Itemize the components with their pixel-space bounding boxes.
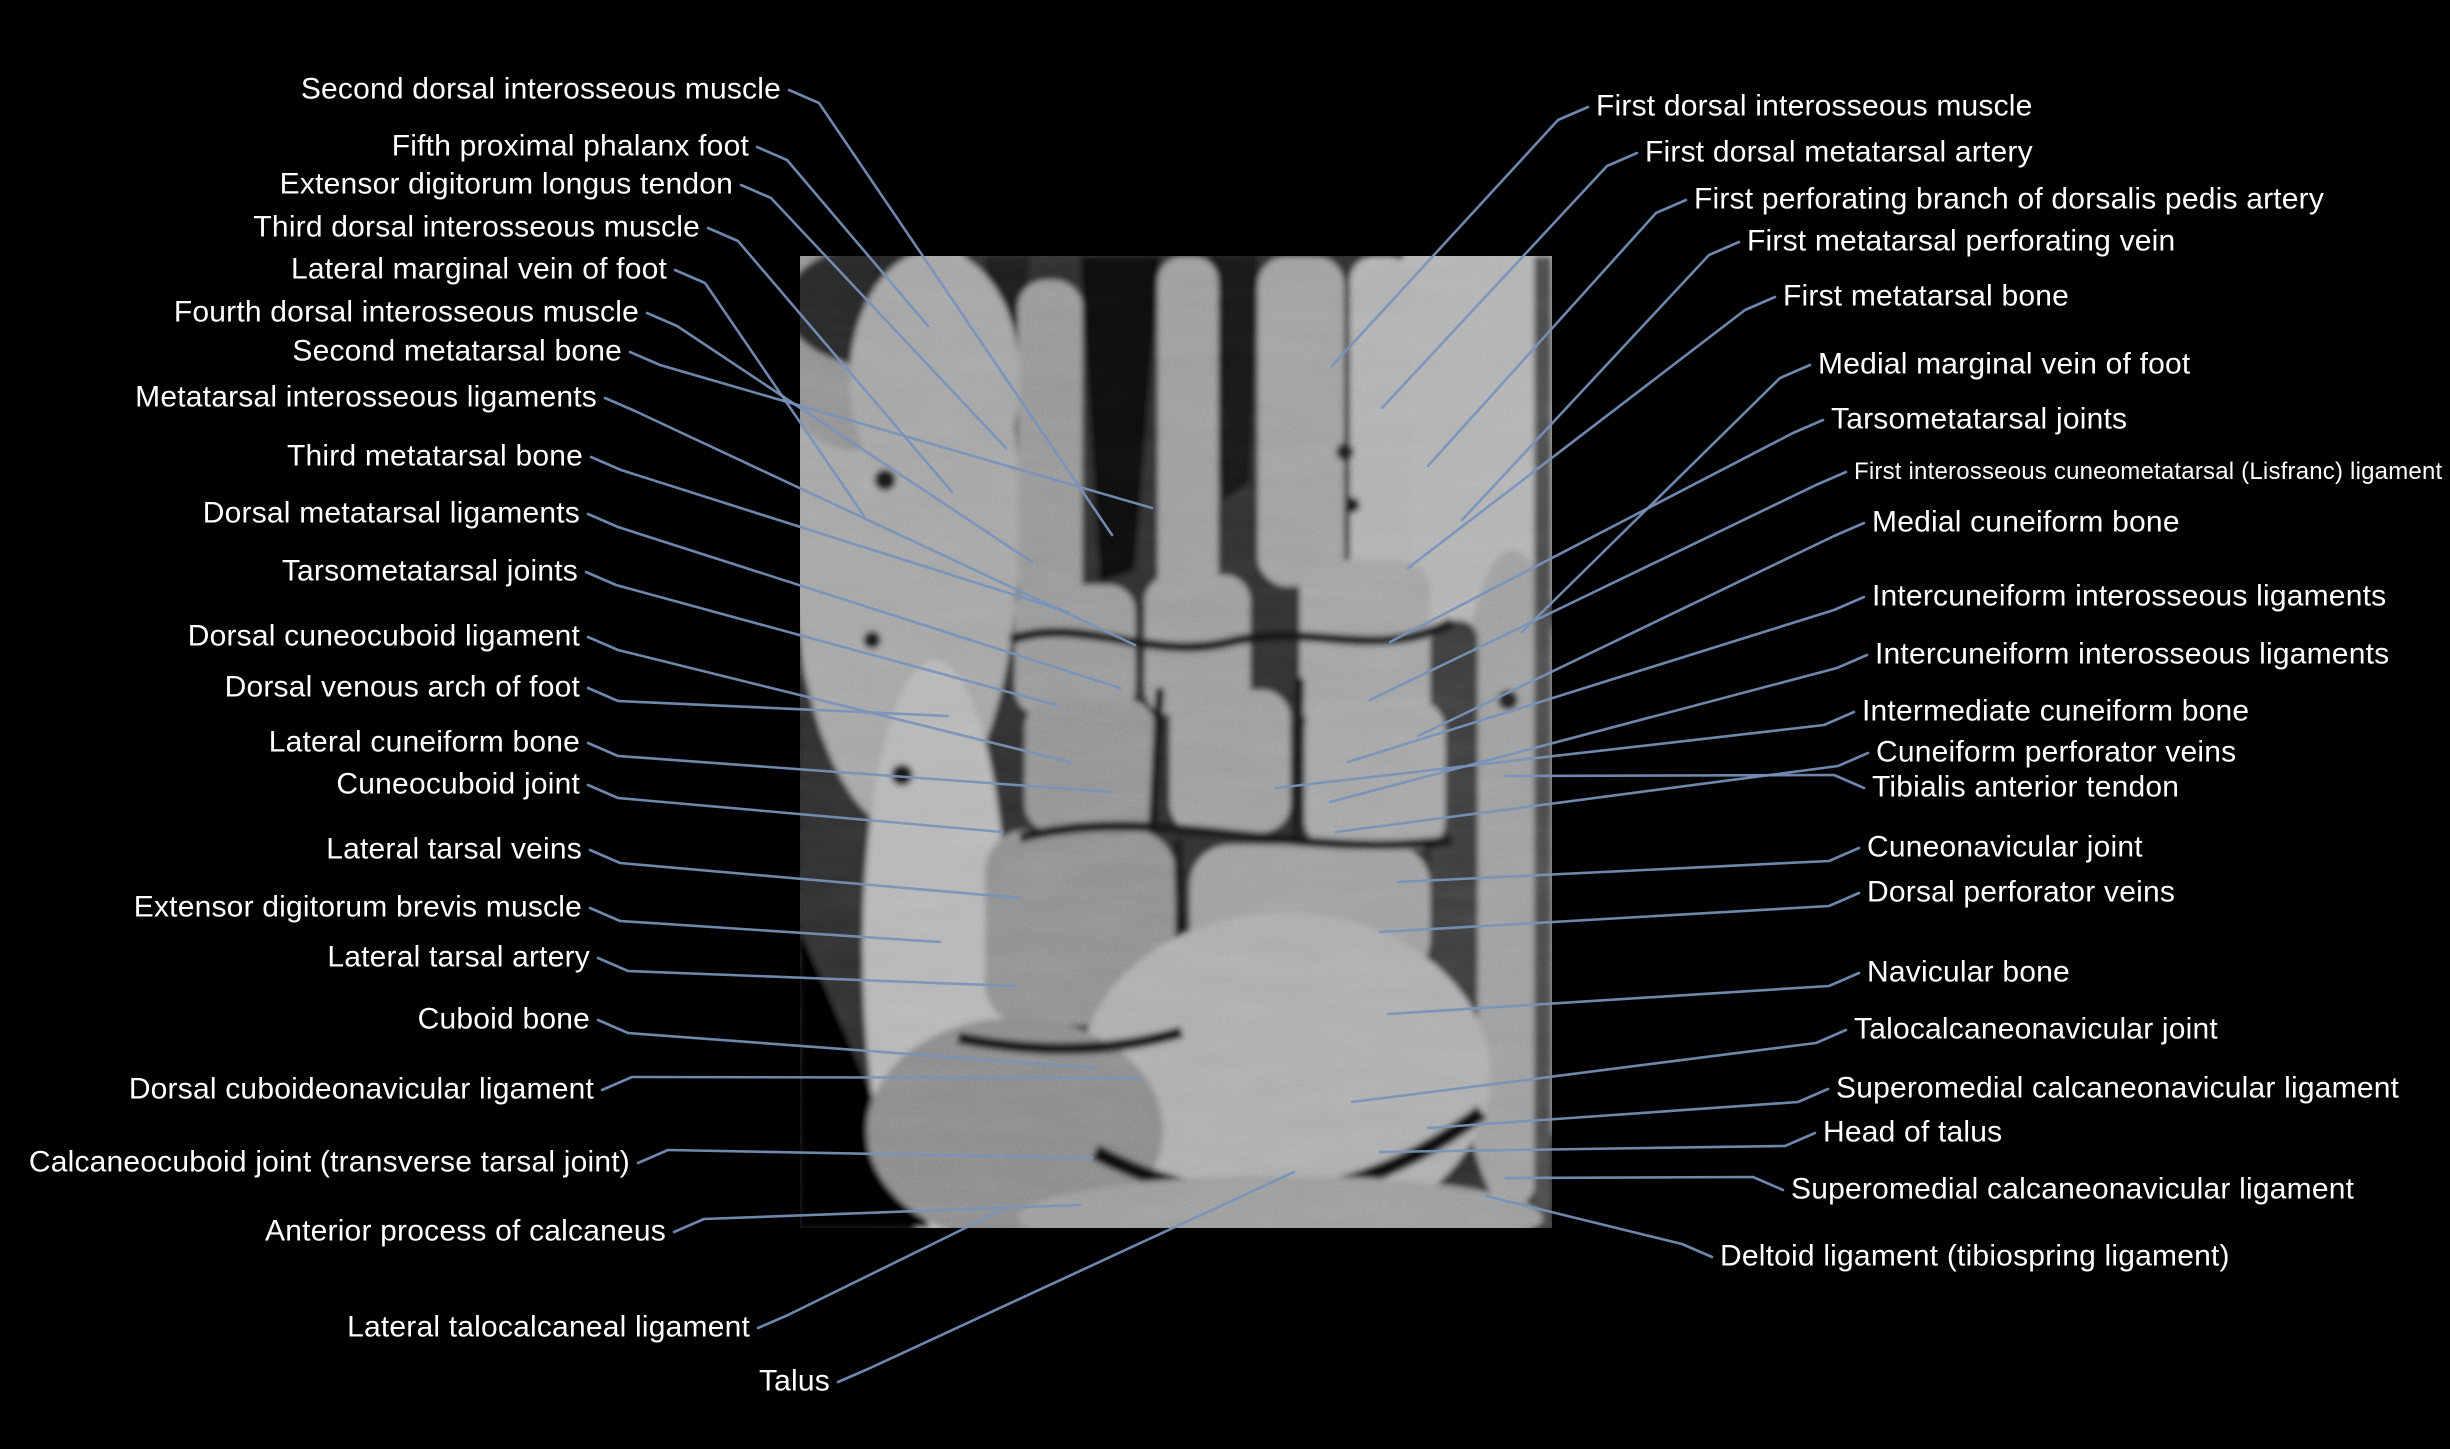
anatomy-label: First metatarsal bone bbox=[1783, 279, 2069, 313]
anatomy-label: Intercuneiform interosseous ligaments bbox=[1872, 579, 2387, 613]
anatomy-label: Tarsometatarsal joints bbox=[1831, 402, 2128, 436]
anatomy-label: First perforating branch of dorsalis ped… bbox=[1694, 182, 2325, 216]
anatomy-label: Third metatarsal bone bbox=[286, 439, 583, 473]
anatomy-label: Dorsal cuneocuboid ligament bbox=[187, 619, 580, 653]
anatomy-label: Calcaneocuboid joint (transverse tarsal … bbox=[28, 1145, 630, 1179]
anatomy-label: Talus bbox=[758, 1364, 830, 1398]
anatomy-label: Fourth dorsal interosseous muscle bbox=[173, 295, 639, 329]
leader-line bbox=[596, 1018, 1098, 1070]
leader-line bbox=[645, 311, 1034, 564]
anatomy-label: Superomedial calcaneonavicular ligament bbox=[1836, 1071, 2400, 1105]
anatomy-label: Medial marginal vein of foot bbox=[1818, 347, 2191, 381]
leader-line bbox=[1330, 105, 1590, 368]
leader-line bbox=[1504, 773, 1866, 790]
leader-line bbox=[1274, 710, 1856, 790]
leader-line bbox=[586, 512, 1122, 690]
leader-line bbox=[1378, 1131, 1817, 1154]
leader-line bbox=[1368, 470, 1848, 702]
leader-lines bbox=[584, 88, 1870, 1384]
leader-line bbox=[1520, 363, 1812, 634]
anatomy-label: Intercuneiform interosseous ligaments bbox=[1875, 637, 2390, 671]
anatomy-label: Intermediate cuneiform bone bbox=[1862, 694, 2250, 728]
anatomy-label: Cuneonavicular joint bbox=[1867, 830, 2143, 864]
anatomy-label: Superomedial calcaneonavicular ligament bbox=[1791, 1172, 2355, 1206]
leader-line bbox=[1426, 1087, 1830, 1130]
anatomy-label: Dorsal metatarsal ligaments bbox=[202, 496, 580, 530]
leader-line bbox=[1504, 1175, 1785, 1192]
leader-line bbox=[586, 783, 1004, 834]
anatomy-label: Deltoid ligament (tibiospring ligament) bbox=[1720, 1239, 2230, 1273]
anatomy-label: Tibialis anterior tendon bbox=[1872, 770, 2180, 804]
leader-line bbox=[756, 1206, 1008, 1330]
leader-line bbox=[739, 183, 1008, 450]
leader-line bbox=[1396, 846, 1861, 884]
anatomy-label: Anterior process of calcaneus bbox=[264, 1214, 666, 1248]
anatomy-label: Medial cuneiform bone bbox=[1872, 505, 2180, 539]
leader-line bbox=[600, 1075, 1142, 1092]
leader-line bbox=[787, 88, 1114, 537]
leader-line bbox=[588, 906, 942, 944]
anatomy-label: Tarsometatarsal joints bbox=[281, 554, 578, 588]
anatomy-label: Dorsal cuboideonavicular ligament bbox=[128, 1072, 594, 1106]
anatomy-label: Lateral tarsal veins bbox=[326, 832, 582, 866]
anatomy-label: First metatarsal perforating vein bbox=[1747, 224, 2176, 258]
anatomy-label: Talocalcaneonavicular joint bbox=[1854, 1012, 2218, 1046]
leader-line bbox=[673, 268, 866, 518]
anatomy-label: Third dorsal interosseous muscle bbox=[253, 210, 700, 244]
leader-line bbox=[603, 396, 1137, 647]
anatomy-label: Dorsal perforator veins bbox=[1867, 875, 2176, 909]
leader-line bbox=[1484, 1194, 1714, 1259]
leader-line bbox=[1388, 418, 1825, 644]
anatomy-label: Second metatarsal bone bbox=[292, 334, 622, 368]
leader-line bbox=[1380, 151, 1639, 410]
mri-texture-fine bbox=[800, 256, 1552, 1228]
leader-line bbox=[628, 350, 1154, 510]
anatomy-label: First dorsal metatarsal artery bbox=[1645, 135, 2033, 169]
leader-line bbox=[1346, 595, 1866, 764]
anatomy-label: Extensor digitorum brevis muscle bbox=[133, 890, 582, 924]
leader-line bbox=[1334, 751, 1870, 834]
anatomy-label: Lateral cuneiform bone bbox=[268, 725, 580, 759]
leader-line bbox=[706, 226, 954, 494]
leader-line bbox=[586, 635, 1072, 764]
anatomy-label: First interosseous cuneometatarsal (Lisf… bbox=[1854, 457, 2443, 485]
leader-line bbox=[836, 1170, 1296, 1384]
leader-line bbox=[596, 956, 1016, 988]
anatomy-label: Lateral talocalcaneal ligament bbox=[347, 1310, 750, 1344]
leader-line bbox=[636, 1148, 1094, 1165]
anatomy-label: Second dorsal interosseous muscle bbox=[300, 72, 781, 106]
leader-line bbox=[1328, 653, 1869, 804]
leader-line bbox=[586, 686, 950, 718]
anatomy-label: Fifth proximal phalanx foot bbox=[391, 129, 749, 163]
anatomy-label: Navicular bone bbox=[1867, 955, 2070, 989]
leader-line bbox=[589, 455, 1070, 614]
anatomy-label: Dorsal venous arch of foot bbox=[224, 670, 580, 704]
leader-line bbox=[584, 570, 1058, 707]
anatomy-label: Lateral marginal vein of foot bbox=[290, 252, 667, 286]
mri-image bbox=[800, 256, 1552, 1228]
leader-line bbox=[1460, 240, 1741, 522]
anatomy-label: Cuneiform perforator veins bbox=[1876, 735, 2237, 769]
leader-line bbox=[586, 741, 1114, 794]
anatomy-label: Extensor digitorum longus tendon bbox=[279, 167, 733, 201]
anatomy-label: Cuneocuboid joint bbox=[336, 767, 580, 801]
leader-line bbox=[755, 145, 930, 328]
leader-line bbox=[1386, 971, 1861, 1016]
leader-line bbox=[1378, 891, 1861, 934]
leader-line bbox=[588, 848, 1022, 900]
anatomy-label: Metatarsal interosseous ligaments bbox=[135, 380, 597, 414]
anatomy-label: First dorsal interosseous muscle bbox=[1596, 89, 2033, 123]
leader-line bbox=[1416, 521, 1866, 738]
anatomy-label: Head of talus bbox=[1823, 1115, 2003, 1149]
leader-line bbox=[672, 1203, 1082, 1234]
leader-line bbox=[1406, 295, 1777, 570]
leader-line bbox=[1426, 198, 1688, 468]
anatomy-label: Cuboid bone bbox=[417, 1002, 590, 1036]
anatomy-label: Lateral tarsal artery bbox=[327, 940, 590, 974]
leader-line bbox=[1350, 1028, 1848, 1104]
